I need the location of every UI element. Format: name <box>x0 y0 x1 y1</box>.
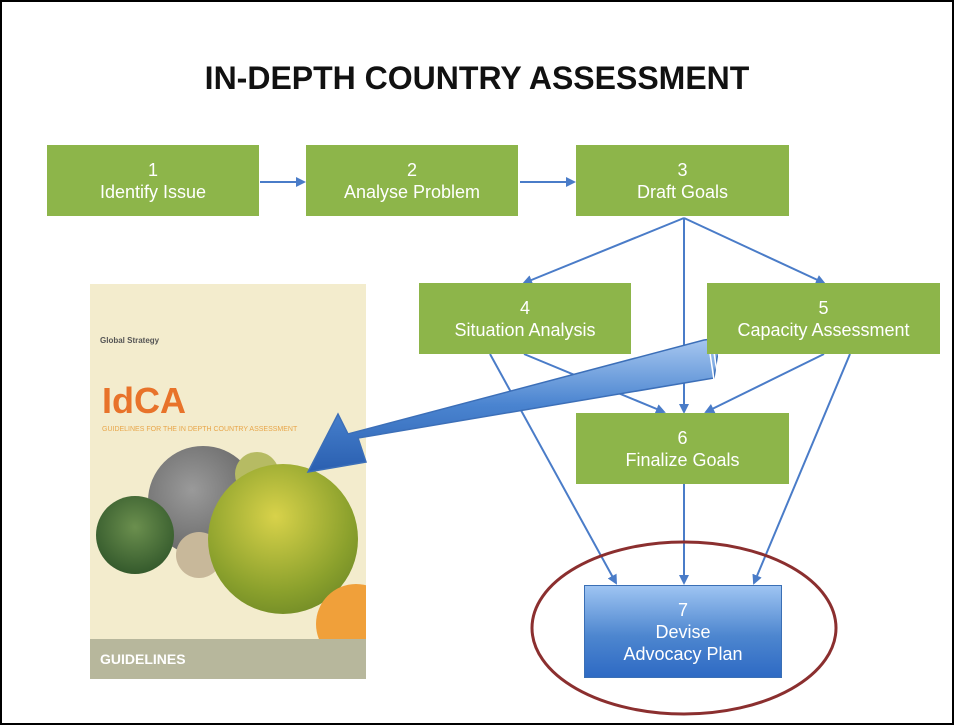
booklet-circle-forest <box>96 496 174 574</box>
step-7-number: 7 <box>677 599 688 620</box>
step-7-label-line1: Devise <box>655 621 711 642</box>
booklet-circle-fields <box>208 464 358 614</box>
highlight-ellipse <box>530 540 838 716</box>
step-1-identify-issue: 1 Identify Issue <box>47 145 259 216</box>
step-3-label: Draft Goals <box>636 181 729 202</box>
guidelines-booklet-cover: Global Strategy IdCA GUIDELINES FOR THE … <box>90 284 366 679</box>
booklet-footer-bar: GUIDELINES <box>90 639 366 679</box>
step-5-number: 5 <box>818 297 829 318</box>
step-2-analyse-problem: 2 Analyse Problem <box>306 145 518 216</box>
booklet-org-name: Global Strategy <box>100 336 160 345</box>
step-5-label: Capacity Assessment <box>737 319 910 340</box>
step-6-number: 6 <box>677 427 688 448</box>
step-4-number: 4 <box>519 297 530 318</box>
step-4-situation-analysis: 4 Situation Analysis <box>419 283 631 354</box>
step-2-label: Analyse Problem <box>343 181 481 202</box>
step-6-finalize-goals: 6 Finalize Goals <box>576 413 789 484</box>
arrow-5-to-6 <box>704 353 825 413</box>
step-3-draft-goals: 3 Draft Goals <box>576 145 789 216</box>
booklet-subtitle: GUIDELINES FOR THE IN DEPTH COUNTRY ASSE… <box>102 426 298 433</box>
step-5-capacity-assessment: 5 Capacity Assessment <box>707 283 940 354</box>
arrow-3-to-4 <box>522 217 685 285</box>
arrow-5-to-7 <box>752 353 851 585</box>
step-2-number: 2 <box>406 159 417 180</box>
step-6-label: Finalize Goals <box>625 449 740 470</box>
arrow-3-to-5 <box>683 217 826 285</box>
slide-title: IN-DEPTH COUNTRY ASSESSMENT <box>204 60 750 96</box>
step-1-label: Identify Issue <box>99 181 207 202</box>
step-7-devise-advocacy-plan: 7 Devise Advocacy Plan <box>584 585 782 678</box>
step-3-number: 3 <box>677 159 688 180</box>
step-4-label: Situation Analysis <box>454 319 596 340</box>
booklet-heading: IdCA <box>102 380 186 421</box>
step-7-label-line2: Advocacy Plan <box>623 643 743 664</box>
step-1-number: 1 <box>147 159 158 180</box>
